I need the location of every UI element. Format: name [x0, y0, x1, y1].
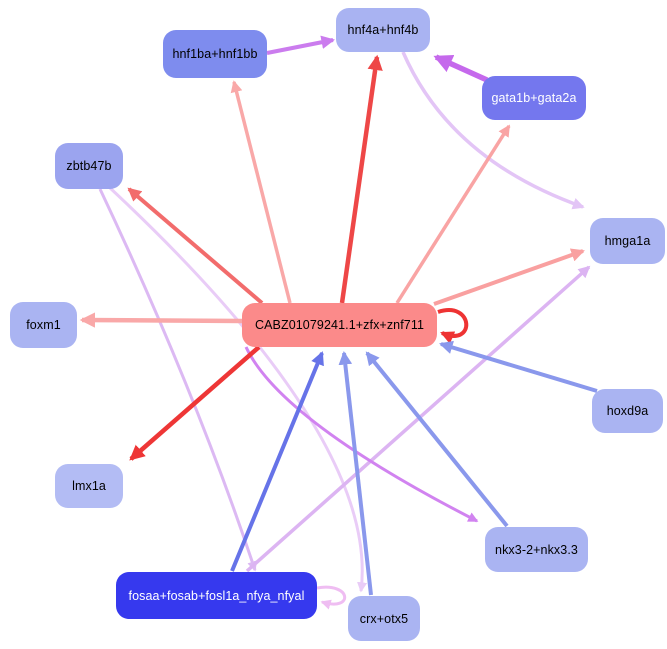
node-hnf4a+hnf4b[interactable]: hnf4a+hnf4b	[336, 8, 430, 52]
node-label: hoxd9a	[606, 404, 649, 418]
edge-CABZ01079241.1+zfx+znf711-to-hnf1ba+hnf1bb	[230, 80, 292, 304]
edge-hnf4a+hnf4b-to-hmga1a	[401, 51, 585, 210]
node-hnf1ba+hnf1bb[interactable]: hnf1ba+hnf1bb	[163, 30, 267, 78]
node-hmga1a[interactable]: hmga1a	[590, 218, 665, 264]
edge-zbtb47b-to-fosaa+fosab+fosl1a_nfya_nfyal	[98, 188, 258, 572]
node-label: foxm1	[26, 318, 61, 332]
edge-zbtb47b-to-crx+otx5	[107, 185, 368, 593]
node-label: hnf4a+hnf4b	[347, 23, 419, 37]
node-fosaa+fosab+fosl1a_nfya_nfyal[interactable]: fosaa+fosab+fosl1a_nfya_nfyal	[116, 572, 317, 619]
node-nkx3-2+nkx3.3[interactable]: nkx3-2+nkx3.3	[485, 527, 588, 572]
node-label: crx+otx5	[359, 611, 409, 626]
edge-CABZ01079241.1+zfx+znf711-to-foxm1	[79, 312, 243, 328]
edge-fosaa+fosab+fosl1a_nfya_nfyal-self-loop	[316, 585, 347, 610]
node-label: zbtb47b	[66, 159, 112, 173]
edge-CABZ01079241.1+zfx+znf711-to-zbtb47b	[127, 187, 264, 305]
edge-crx+otx5-to-CABZ01079241.1+zfx+znf711	[338, 350, 373, 596]
node-lmx1a[interactable]: lmx1a	[55, 464, 123, 508]
node-label: gata1b+gata2a	[491, 91, 577, 105]
node-crx+otx5[interactable]: crx+otx5	[348, 596, 420, 641]
edge-CABZ01079241.1+zfx+znf711-to-nkx3-2+nkx3.3	[244, 346, 479, 523]
node-label: nkx3-2+nkx3.3	[495, 542, 578, 557]
node-CABZ01079241.1+zfx+znf711[interactable]: CABZ01079241.1+zfx+znf711	[242, 303, 437, 347]
edge-CABZ01079241.1+zfx+znf711-to-lmx1a	[129, 345, 261, 461]
edge-hoxd9a-to-CABZ01079241.1+zfx+znf711	[439, 340, 598, 393]
node-foxm1[interactable]: foxm1	[10, 302, 77, 348]
node-zbtb47b[interactable]: zbtb47b	[55, 143, 123, 189]
edge-gata1b+gata2a-to-hnf4a+hnf4b	[433, 54, 489, 83]
edge-nkx3-2+nkx3.3-to-CABZ01079241.1+zfx+znf711	[365, 351, 509, 528]
edge-fosaa+fosab+fosl1a_nfya_nfyal-to-CABZ01079241.1+zfx+znf711	[230, 351, 324, 572]
edge-CABZ01079241.1+zfx+znf711-to-hnf4a+hnf4b	[339, 54, 383, 304]
node-label: lmx1a	[72, 479, 106, 493]
node-label: fosaa+fosab+fosl1a_nfya_nfyal	[128, 588, 305, 603]
edge-fosaa+fosab+fosl1a_nfya_nfyal-to-hmga1a	[245, 265, 591, 573]
node-gata1b+gata2a[interactable]: gata1b+gata2a	[482, 76, 586, 120]
edge-CABZ01079241.1+zfx+znf711-self-loop	[437, 308, 469, 344]
node-label: hmga1a	[604, 234, 651, 248]
edge-hnf1ba+hnf1bb-to-hnf4a+hnf4b	[266, 35, 336, 55]
node-hoxd9a[interactable]: hoxd9a	[592, 389, 663, 433]
edge-CABZ01079241.1+zfx+znf711-to-hmga1a	[433, 248, 585, 306]
node-label: hnf1ba+hnf1bb	[172, 47, 258, 61]
node-label: CABZ01079241.1+zfx+znf711	[254, 318, 425, 332]
edge-CABZ01079241.1+zfx+znf711-to-gata1b+gata2a	[395, 124, 511, 304]
